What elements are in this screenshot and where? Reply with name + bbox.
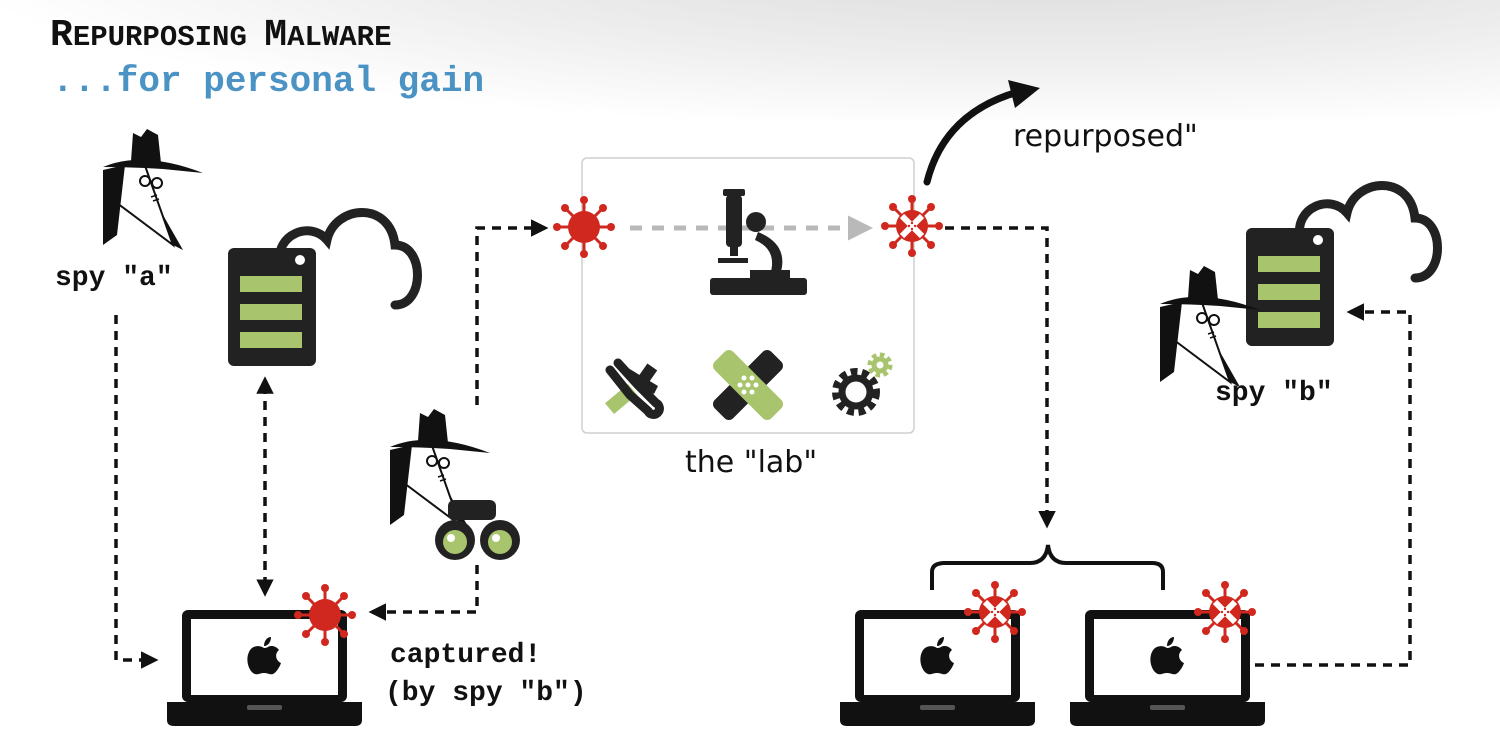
bandage-icon	[713, 350, 783, 420]
spy-a-icon	[102, 128, 204, 251]
tools-icon	[605, 358, 664, 419]
repurposed-malware-icon-1	[964, 581, 1026, 643]
repurposed-curved-arrow	[923, 86, 1029, 186]
repurposed-malware-icon-2	[1194, 581, 1256, 643]
target-laptop-2-icon	[1070, 610, 1265, 726]
binoculars-icon	[435, 500, 520, 560]
repurposed-label: repurposed"	[1013, 119, 1198, 154]
slide-subtitle: ...for personal gain	[52, 61, 484, 102]
spy-b-label: spy "b"	[1215, 378, 1333, 409]
microscope-icon	[710, 189, 807, 295]
capture-arrow	[368, 565, 479, 621]
to-lab-arrow	[475, 219, 549, 405]
captured-label: captured!	[390, 640, 541, 671]
server-b-icon	[1246, 228, 1334, 346]
lab-label: the "lab"	[685, 445, 817, 480]
exfiltration-arrow	[1255, 303, 1412, 667]
target-laptop-1-icon	[840, 610, 1035, 726]
repurposed-malware-icon	[881, 195, 943, 257]
spy-a-to-laptop-arrow	[114, 315, 159, 669]
server-a-icon	[228, 248, 316, 366]
spy-a-label: spy "a"	[55, 263, 173, 294]
slide-header-background	[0, 0, 1500, 120]
repurposed-arrowhead	[1008, 80, 1040, 108]
spy-b-icon	[1159, 265, 1261, 388]
captured-by-label: (by spy "b")	[385, 678, 587, 709]
targets-brace	[930, 544, 1165, 590]
slide-title: REPURPOSING MALWARE	[50, 14, 391, 57]
captured-malware-icon	[551, 194, 617, 260]
gears-icon	[832, 352, 893, 416]
malware-virus-icon	[292, 582, 358, 648]
deploy-arrow	[945, 226, 1056, 529]
